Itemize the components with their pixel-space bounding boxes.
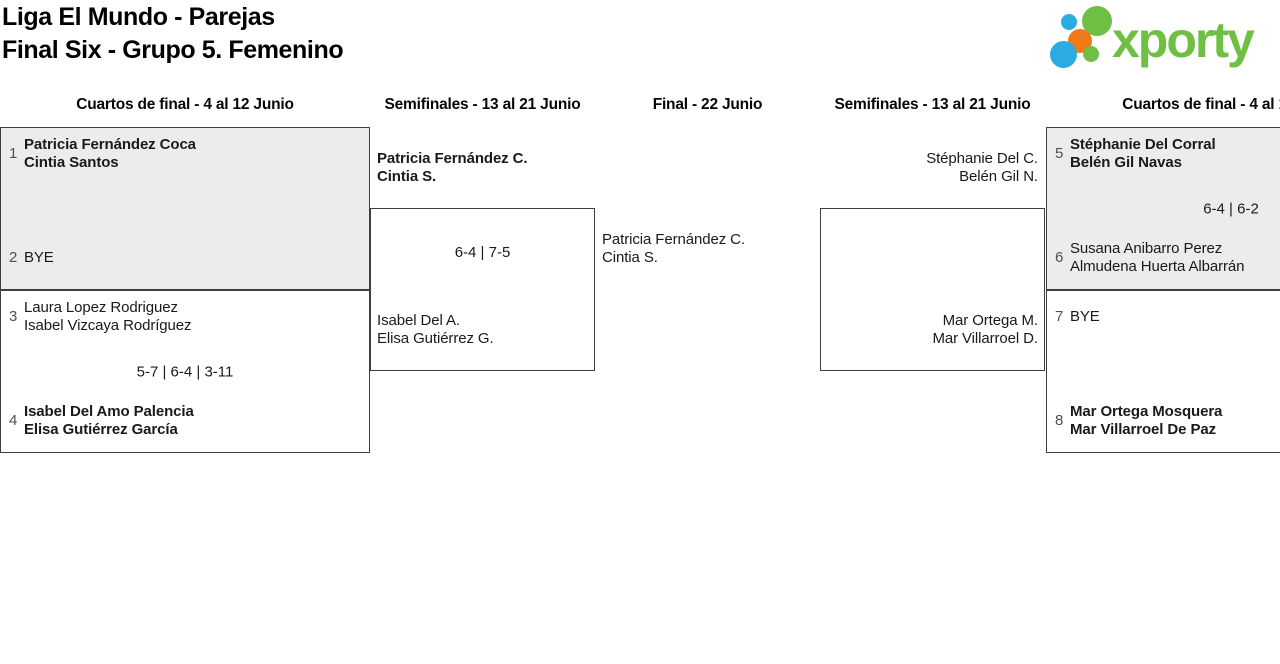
- round-header-final: Final - 22 Junio: [652, 96, 763, 113]
- match-score: 6-4 | 7-5: [454, 244, 511, 261]
- tournament-title-line2: Final Six - Grupo 5. Femenino: [2, 36, 344, 64]
- round-header-quarterfinals-left: Cuartos de final - 4 al 12 Junio: [76, 96, 294, 113]
- match-score: 5-7 | 6-4 | 3-11: [136, 363, 234, 380]
- round-header-semifinals-right: Semifinales - 13 al 21 Junio: [834, 96, 1031, 113]
- team-seed: 5: [1055, 145, 1064, 162]
- team-seed: 2: [9, 249, 18, 266]
- team-entry-seed6: 6 Susana Anibarro Perez Almudena Huerta …: [1055, 240, 1244, 275]
- match-qf-left-2: 3 Laura Lopez Rodriguez Isabel Vizcaya R…: [0, 290, 370, 453]
- logo-wordmark: xporty: [1112, 12, 1255, 68]
- team-entry-seed5: 5 Stéphanie Del Corral Belén Gil Navas: [1055, 136, 1216, 171]
- team-entry-sf-right-bottom: Mar Ortega M. Mar Villarroel D.: [820, 312, 1038, 347]
- player-name: Isabel Vizcaya Rodríguez: [24, 316, 192, 334]
- match-qf-right-2: 7 BYE 8 Mar Ortega Mosquera Mar Villarro…: [1046, 290, 1280, 453]
- player-name: Elisa Gutiérrez García: [24, 420, 178, 438]
- team-seed: 3: [9, 308, 18, 325]
- player-name: Belén Gil Navas: [1070, 153, 1182, 171]
- match-qf-left-1: 1 Patricia Fernández Coca Cintia Santos …: [0, 127, 370, 290]
- player-name: Almudena Huerta Albarrán: [1070, 257, 1245, 275]
- team-seed: 6: [1055, 249, 1064, 266]
- match-sf-left: 6-4 | 7-5: [370, 208, 595, 371]
- player-name: Cintia S.: [377, 167, 437, 185]
- player-name: Elisa Gutiérrez G.: [377, 329, 494, 347]
- player-name: Isabel Del Amo Palencia: [24, 403, 194, 420]
- player-name: Mar Villarroel De Paz: [1070, 420, 1217, 438]
- team-entry-seed8: 8 Mar Ortega Mosquera Mar Villarroel De …: [1055, 403, 1222, 438]
- player-name: Mar Villarroel D.: [932, 329, 1038, 347]
- player-name: Patricia Fernández C.: [602, 231, 745, 248]
- round-header-quarterfinals-right: Cuartos de final - 4 al 12 Junio: [1122, 96, 1280, 113]
- player-name: Mar Ortega M.: [942, 312, 1038, 329]
- team-entry-sf-left-winner: Patricia Fernández C. Cintia S.: [377, 150, 528, 185]
- team-entry-seed4: 4 Isabel Del Amo Palencia Elisa Gutiérre…: [9, 403, 194, 438]
- xporty-logo[interactable]: xporty: [1048, 4, 1268, 70]
- player-name: Susana Anibarro Perez: [1070, 240, 1223, 257]
- player-name: Isabel Del A.: [377, 312, 460, 329]
- team-entry-seed2-bye: 2 BYE: [9, 240, 54, 275]
- logo-dot-blue-small-icon: [1061, 14, 1077, 30]
- round-header-semifinals-left: Semifinales - 13 al 21 Junio: [384, 96, 581, 113]
- team-entry-seed7-bye: 7 BYE: [1055, 299, 1100, 334]
- tournament-title-line1: Liga El Mundo - Parejas: [2, 3, 275, 31]
- player-name: Stéphanie Del C.: [926, 150, 1038, 167]
- match-qf-right-1: 5 Stéphanie Del Corral Belén Gil Navas 6…: [1046, 127, 1280, 290]
- player-name: Belén Gil N.: [959, 167, 1038, 185]
- player-name: Patricia Fernández Coca: [24, 136, 196, 153]
- player-name: Laura Lopez Rodriguez: [24, 299, 178, 316]
- player-name: Cintia S.: [602, 248, 658, 266]
- player-name: BYE: [1070, 307, 1100, 325]
- player-name: Stéphanie Del Corral: [1070, 136, 1216, 153]
- team-seed: 1: [9, 145, 18, 162]
- tournament-title: Liga El Mundo - Parejas Final Six - Grup…: [2, 1, 344, 67]
- team-seed: 4: [9, 412, 18, 429]
- team-seed: 8: [1055, 412, 1064, 429]
- team-entry-finalist: Patricia Fernández C. Cintia S.: [602, 231, 745, 266]
- team-entry-sf-left-bottom: Isabel Del A. Elisa Gutiérrez G.: [377, 312, 494, 347]
- team-seed: 7: [1055, 308, 1064, 325]
- team-entry-seed1: 1 Patricia Fernández Coca Cintia Santos: [9, 136, 196, 171]
- player-name: Cintia Santos: [24, 153, 119, 171]
- match-sf-right: [820, 208, 1045, 371]
- logo-dot-green-small-icon: [1083, 46, 1099, 62]
- match-score: 6-4 | 6-2: [1203, 200, 1259, 217]
- team-entry-seed3: 3 Laura Lopez Rodriguez Isabel Vizcaya R…: [9, 299, 192, 334]
- player-name: Patricia Fernández C.: [377, 150, 528, 167]
- team-entry-sf-right-top: Stéphanie Del C. Belén Gil N.: [820, 150, 1038, 185]
- player-name: Mar Ortega Mosquera: [1070, 403, 1223, 420]
- player-name: BYE: [24, 248, 54, 266]
- logo-dot-blue-large-icon: [1050, 41, 1077, 68]
